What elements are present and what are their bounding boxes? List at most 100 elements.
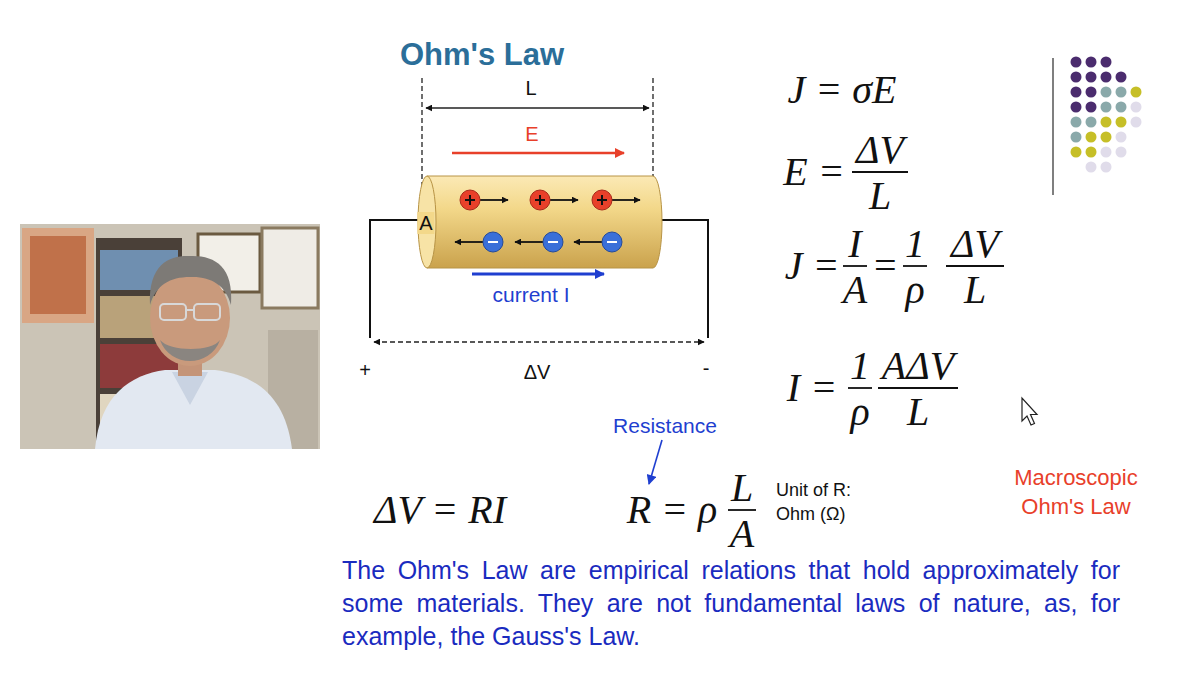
negative-charge <box>543 232 563 252</box>
negative-charge <box>483 232 503 252</box>
negative-charge <box>548 241 558 243</box>
presenter-photo <box>22 228 94 323</box>
presenter-photo <box>20 224 320 449</box>
negative-charge <box>455 232 503 252</box>
section-note: Macroscopic Ohm's Law <box>988 464 1164 521</box>
equation-part: ΔV <box>856 130 904 170</box>
negative-charge <box>574 241 602 243</box>
dot-decoration <box>1086 57 1097 68</box>
positive-charge <box>612 199 640 201</box>
wire <box>370 220 419 338</box>
charge-carriers <box>455 190 640 252</box>
positive-charge <box>530 190 578 210</box>
negative-charge <box>515 241 543 243</box>
equation-part: A <box>843 270 867 310</box>
dot-decoration <box>1131 102 1142 113</box>
polarity-sign: + <box>359 360 371 380</box>
wire <box>661 220 708 338</box>
dot-decoration <box>1086 72 1097 83</box>
dot-decoration <box>1116 132 1127 143</box>
footnote-paragraph: The Ohm's Law are empirical relations th… <box>342 554 1120 653</box>
dot-decoration <box>1071 57 1142 173</box>
field-arrow <box>452 152 624 155</box>
equation: ΔV = RI <box>374 490 506 530</box>
presenter-photo <box>186 309 194 311</box>
callout-label: Resistance <box>613 415 717 436</box>
dot-decoration <box>1071 147 1082 158</box>
equation-part: I <box>848 224 861 264</box>
dot-decoration <box>1071 87 1082 98</box>
conductor-illustration <box>370 78 708 342</box>
dot-decoration <box>1086 117 1097 128</box>
equation-part: J = <box>785 246 840 286</box>
negative-charge <box>455 241 483 243</box>
presenter-photo <box>30 236 86 314</box>
slide-title: Ohm's Law <box>400 38 564 72</box>
field-label: E <box>525 124 538 144</box>
presenter-photo <box>172 372 208 405</box>
equation-part: I = <box>787 368 837 408</box>
dot-decoration <box>1101 57 1112 68</box>
fraction-bars <box>728 172 1004 510</box>
presenter-photo <box>160 304 186 320</box>
voltage-dimension <box>374 341 704 342</box>
dot-decoration <box>1071 132 1082 143</box>
equation-part: L <box>907 392 929 432</box>
presenter-photo <box>262 228 318 308</box>
positive-charge <box>592 190 612 210</box>
presenter-photo <box>95 370 292 449</box>
equation-part: 1 <box>850 346 870 386</box>
dimension-label: L <box>525 78 536 98</box>
equation-part: = <box>872 246 899 286</box>
dot-decoration <box>1071 57 1082 68</box>
dot-decoration <box>1071 72 1082 83</box>
negative-charge <box>574 232 622 252</box>
equation-part: 1 <box>905 224 925 264</box>
dot-decoration <box>1131 87 1142 98</box>
dot-decoration <box>1101 117 1112 128</box>
negative-charge <box>515 232 563 252</box>
area-label: A <box>417 212 434 234</box>
positive-charge <box>469 195 471 205</box>
equation-part: ρ <box>905 270 924 310</box>
positive-charge <box>601 195 603 205</box>
positive-charge <box>460 190 508 210</box>
dot-decoration <box>1101 147 1112 158</box>
dot-decoration <box>1131 117 1142 128</box>
presenter-photo <box>20 224 320 449</box>
dot-decoration <box>1086 132 1097 143</box>
dot-decoration <box>1116 117 1127 128</box>
negative-charge <box>488 241 498 243</box>
equation-part: AΔV <box>882 346 954 386</box>
equation-part: L <box>869 176 891 216</box>
positive-charge <box>480 199 508 201</box>
positive-charge <box>592 190 640 210</box>
voltage-label: ΔV <box>524 362 551 382</box>
fraction-bars <box>848 387 872 389</box>
negative-charge <box>607 241 617 243</box>
dot-decoration <box>1101 87 1112 98</box>
current-label: current I <box>492 284 569 305</box>
divider-line <box>1052 58 1054 195</box>
fraction-bars <box>903 265 927 267</box>
dot-decoration <box>1086 147 1097 158</box>
presenter-photo <box>150 256 231 305</box>
dot-decoration <box>1071 102 1082 113</box>
equation-part: ΔV <box>951 224 999 264</box>
equation-part: L <box>731 468 753 508</box>
equation-part: A <box>730 514 754 554</box>
current-arrow <box>472 273 604 276</box>
length-dimension <box>426 107 649 108</box>
equation-part: L <box>964 270 986 310</box>
equation-part: ρ <box>850 392 869 432</box>
presenter-photo <box>194 304 220 320</box>
fraction-bars <box>878 387 958 389</box>
dot-decoration <box>1086 87 1097 98</box>
positive-charge <box>550 199 578 201</box>
fraction-bars <box>946 265 1004 267</box>
polarity-sign: - <box>703 358 710 378</box>
conductor-end <box>418 176 436 268</box>
fraction-bars <box>728 509 756 511</box>
dot-decoration <box>1071 117 1082 128</box>
